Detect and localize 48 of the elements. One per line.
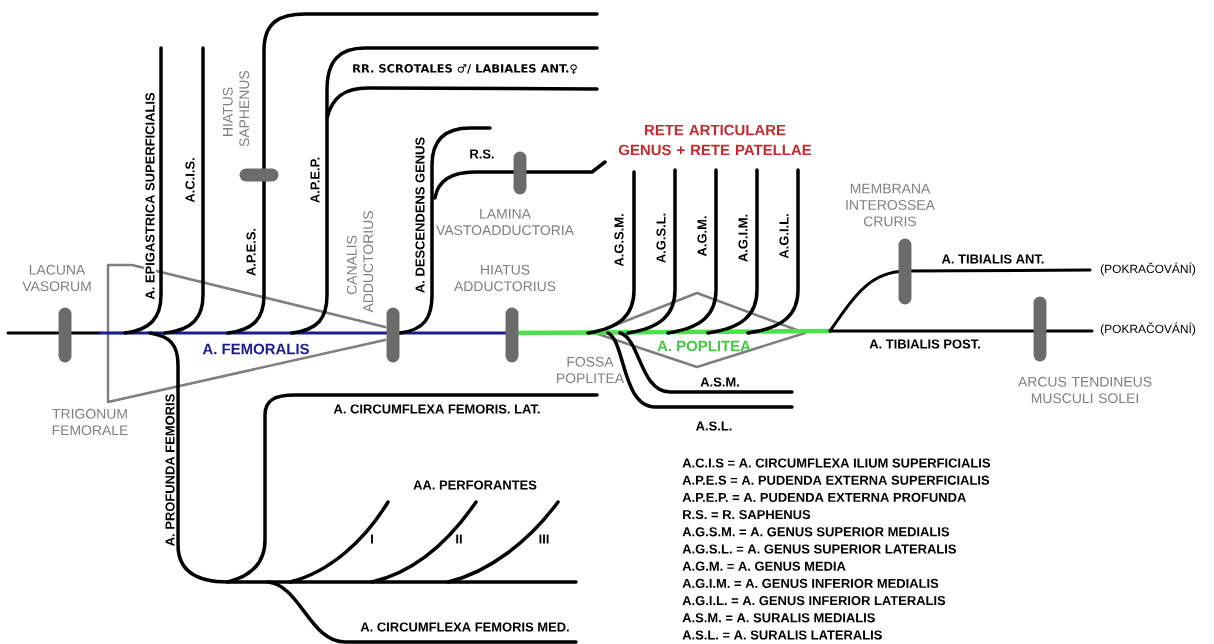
vessel-label: AA. PERFORANTES <box>413 480 537 490</box>
vessel-label: A. FEMORALIS <box>202 343 309 355</box>
landmark-label: FOSSA POPLITEA <box>557 356 625 384</box>
vessel-label: A.S.M. <box>700 377 739 387</box>
abbreviation-note: A.P.E.S = A. PUDENDA EXTERNA SUPERFICIALIS <box>682 475 990 485</box>
abbreviation-note: A.G.S.L. = A. GENUS SUPERIOR LATERALIS <box>682 544 956 554</box>
abbreviation-note: R.S. = R. SAPHENUS <box>683 510 811 520</box>
landmark-label: ARCUS TENDINEUS MUSCULI SOLEI <box>1018 376 1152 404</box>
vessel-label: A.G.S.M. <box>612 211 626 269</box>
vessel-label: A.S.L. <box>696 421 732 431</box>
landmark-label: MEMBRANA INTEROSSEA CRURIS <box>846 183 935 227</box>
vessel-label: A.G.I.L. <box>777 211 791 261</box>
branch-number: I <box>371 534 373 544</box>
landmark-label: HIATUS SAPHENUS <box>222 70 250 147</box>
abbreviation-note: A.P.E.P. = A. PUDENDA EXTERNA PROFUNDA <box>682 492 966 502</box>
vessel-label: A. POPLITEA <box>657 340 751 352</box>
abbreviation-note: A.G.S.M. = A. GENUS SUPERIOR MEDIALIS <box>682 527 950 537</box>
landmark-label: CANALIS ADDUCTORIUS <box>346 211 374 313</box>
branch-number: II <box>456 534 462 544</box>
abbreviation-note: A.G.I.L. = A. GENUS INFERIOR LATERALIS <box>682 596 946 606</box>
abbreviation-note: A.S.M. = A. SURALIS MEDIALIS <box>682 613 875 623</box>
vessel-label: A.G.S.L. <box>654 211 668 265</box>
vessel-label: A.P.E.P. <box>309 155 321 205</box>
vessel-label: A. DESCENDENS GENUS <box>413 135 427 295</box>
abbreviation-note: A.G.M. = A. GENUS MEDIA <box>682 561 846 571</box>
branch-number: III <box>539 534 549 544</box>
network-label: RETE ARTICULARE GENUS + RETE PATELLAE <box>618 124 812 156</box>
landmark-label: HIATUS ADDUCTORIUS <box>454 264 556 292</box>
vessel-label: A. TIBIALIS ANT. <box>941 254 1044 264</box>
continuation-note: (POKRAČOVÁNÍ) <box>1100 262 1196 276</box>
abbreviation-note: A.S.L. = A. SURALIS LATERALIS <box>682 630 882 640</box>
landmark-label: LAMINA VASTOADDUCTORIA <box>436 208 574 236</box>
vessel-label: A. EPIGASTRICA SUPERFICIALIS <box>143 90 157 302</box>
vessel-label: A.G.I.M. <box>736 212 750 264</box>
vessel-label: R.S. <box>470 149 494 159</box>
vessel-label: A. CIRCUMFLEXA FEMORIS MED. <box>360 622 569 632</box>
continuation-note: (POKRAČOVÁNÍ) <box>1100 322 1196 336</box>
vessel-label: A.P.E.S. <box>244 226 258 278</box>
vessel-label: A. TIBIALIS POST. <box>869 339 980 349</box>
landmark-label: LACUNA VASORUM <box>22 264 91 292</box>
vessel-label: RR. SCROTALES ♂/ LABIALES ANT.♀ <box>353 64 577 74</box>
abbreviation-note: A.G.I.M. = A. GENUS INFERIOR MEDIALIS <box>682 578 939 588</box>
vessel-label: A. CIRCUMFLEXA FEMORIS. LAT. <box>333 404 540 414</box>
landmark-label: TRIGONUM FEMORALE <box>52 408 128 436</box>
vessel-label: A.G.M. <box>695 214 709 258</box>
vessel-label: A. PROFUNDA FEMORIS <box>163 392 177 548</box>
vessel-label: A.C.I.S. <box>183 155 197 205</box>
abbreviation-note: A.C.I.S = A. CIRCUMFLEXA ILIUM SUPERFICIALIS <box>682 458 991 468</box>
